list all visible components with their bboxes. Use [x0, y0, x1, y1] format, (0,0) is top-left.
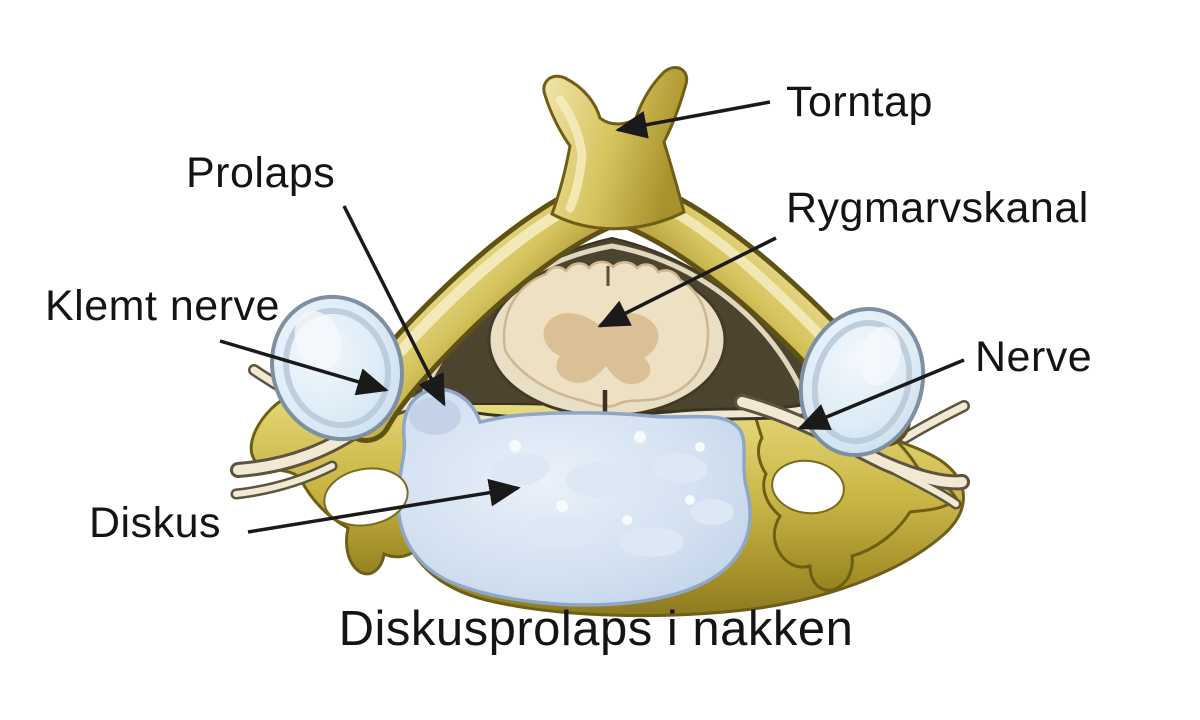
prolaps-arrow [342, 205, 446, 407]
label-nerve: Nerve [975, 333, 1093, 381]
rygmarvskanal-arrow [597, 236, 777, 328]
torntap-arrow [615, 100, 771, 139]
label-klemt-nerve: Klemt nerve [45, 282, 280, 330]
spinous-process [542, 66, 689, 231]
label-rygmarvskanal: Rygmarvskanal [786, 184, 1089, 232]
foramen-left [323, 467, 409, 527]
label-torntap: Torntap [786, 78, 933, 126]
transverse-process-right [750, 388, 958, 592]
spinous-process-highlight [555, 95, 587, 213]
disc-texture [409, 397, 734, 557]
nerve-arrow [797, 358, 965, 430]
foramen-right [771, 459, 845, 515]
klemt-nerve-arrow [219, 339, 389, 396]
label-prolaps: Prolaps [186, 149, 336, 197]
facet-joint-left [270, 294, 404, 442]
nerve-root-right [734, 394, 970, 510]
cord-gray-matter [543, 313, 659, 385]
label-diskus: Diskus [89, 499, 222, 547]
figure-title: Diskusprolaps i nakken [338, 602, 854, 656]
diskus-arrow [247, 478, 521, 534]
callout-arrows [219, 100, 965, 534]
